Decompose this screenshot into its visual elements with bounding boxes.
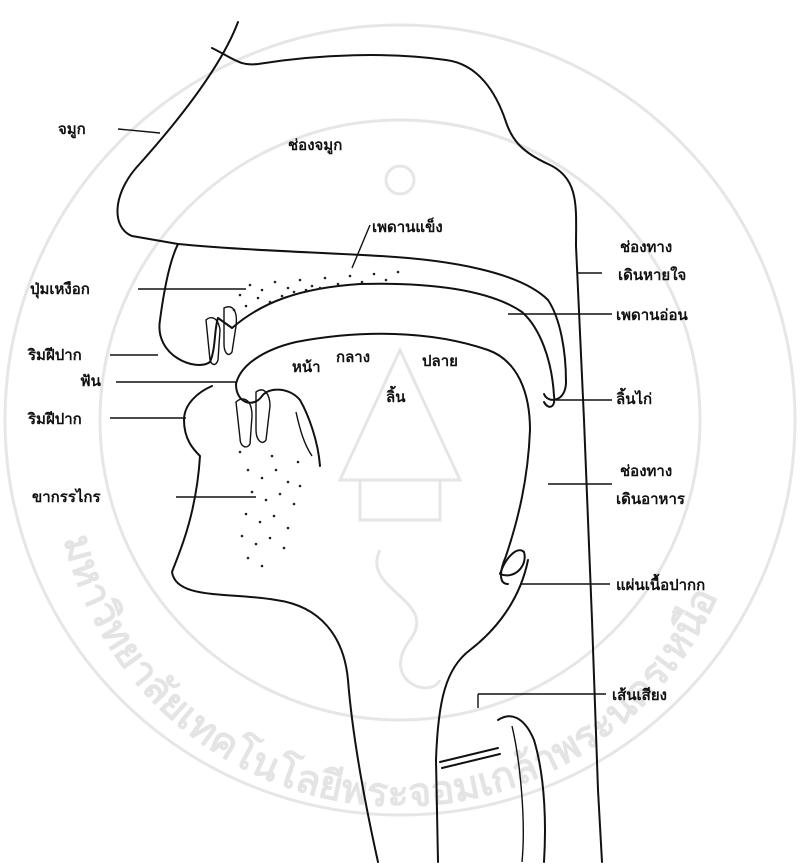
upper-teeth (206, 318, 220, 365)
label-tongue-middle: กลาง (336, 348, 370, 366)
pharynx-front (436, 560, 528, 862)
label-tongue: ลิ้น (386, 385, 406, 406)
nose-outline (117, 22, 238, 244)
label-teeth: ฟัน (80, 372, 102, 390)
label-nasal-passage-2: เดินหายใจ (618, 266, 686, 284)
tongue-outline (236, 334, 530, 584)
label-epiglottis: แผ่นเนื้อปากก (616, 573, 705, 594)
label-nasal-passage-1: ช่องทาง (620, 238, 672, 256)
label-hard-palate: เพดานแข็ง (372, 217, 443, 236)
jaw-stipple (239, 451, 302, 568)
label-uvula: ลิ้นไก่ (616, 387, 652, 408)
tongue-tip (236, 384, 320, 466)
label-lower-lip: ริมฝีปาก (27, 410, 82, 428)
label-upper-lip: ริมฝีปาก (27, 346, 82, 364)
label-alveolar-ridge: ปุ่มเหงือก (30, 280, 90, 299)
watermark-seal: มหาวิทยาลัยเทคโนโลยีพระจอมเกล้าพระนครเหน… (5, 25, 795, 817)
lower-teeth (236, 399, 252, 447)
label-nasal-cavity: ช่องจมูก (288, 136, 342, 155)
label-food-passage-1: ช่องทาง (620, 462, 672, 480)
label-soft-palate: เพดานอ่อน (616, 306, 688, 324)
label-food-passage-2: เดินอาหาร (616, 490, 686, 508)
label-vocal-cords: เส้นเสียง (612, 686, 667, 704)
label-lower-jaw: ขากรรไกร (32, 487, 101, 506)
upper-lip-outline (159, 244, 232, 365)
watermark-text: มหาวิทยาลัยเทคโนโลยีพระจอมเกล้าพระนครเหน… (54, 529, 727, 816)
lower-incisor (256, 390, 270, 442)
leader-lines (110, 129, 612, 708)
alveolar-stipple (233, 271, 400, 312)
label-tongue-back: ปลาย (422, 352, 458, 370)
label-tongue-front: หน้า (292, 358, 321, 376)
upper-incisor (224, 307, 236, 355)
label-nose: จมูก (58, 120, 86, 139)
